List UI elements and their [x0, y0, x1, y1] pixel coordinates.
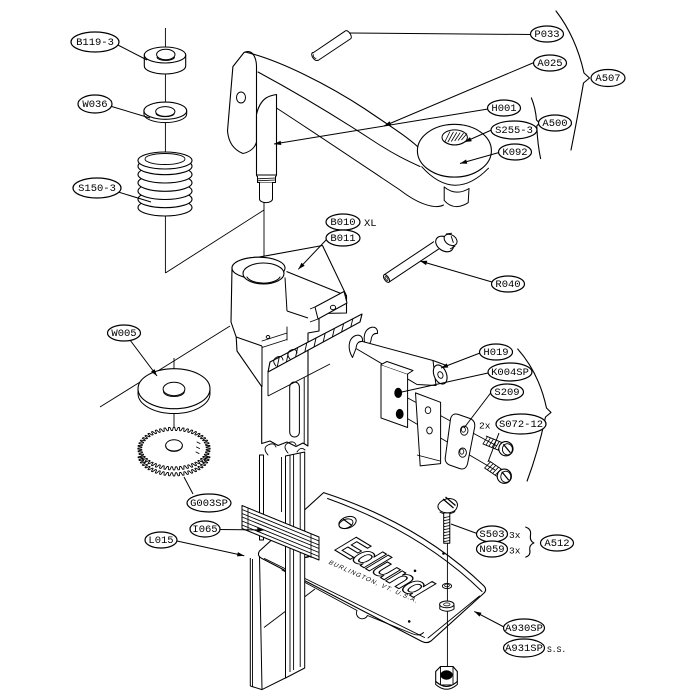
svg-text:L015: L015	[148, 535, 173, 547]
svg-text:N059: N059	[479, 544, 504, 556]
svg-text:A025: A025	[537, 58, 562, 70]
svg-text:2x: 2x	[479, 421, 491, 432]
svg-text:A500: A500	[542, 118, 567, 130]
svg-text:A512: A512	[544, 538, 569, 550]
svg-text:K092: K092	[502, 147, 527, 159]
svg-text:R040: R040	[495, 279, 520, 291]
svg-text:A930SP: A930SP	[505, 623, 543, 635]
svg-text:A507: A507	[595, 73, 620, 85]
svg-text:S255-3: S255-3	[495, 125, 533, 137]
svg-text:B010: B010	[330, 217, 355, 229]
svg-text:B011: B011	[330, 233, 355, 245]
svg-text:S503: S503	[479, 529, 504, 541]
svg-text:I065: I065	[192, 524, 217, 536]
svg-text:P033: P033	[534, 29, 559, 41]
svg-text:W005: W005	[111, 328, 136, 340]
svg-text:S.S.: S.S.	[547, 646, 566, 655]
svg-text:A931SP: A931SP	[505, 643, 543, 655]
svg-text:S072-12: S072-12	[499, 419, 543, 431]
svg-text:XL: XL	[364, 218, 377, 230]
svg-text:B119-3: B119-3	[76, 37, 114, 49]
svg-text:S150-3: S150-3	[78, 183, 116, 195]
svg-text:H019: H019	[483, 347, 508, 359]
svg-text:S209: S209	[494, 387, 519, 399]
svg-text:H001: H001	[491, 103, 516, 115]
svg-text:K004SP: K004SP	[491, 367, 529, 379]
svg-text:3x: 3x	[509, 546, 521, 557]
svg-text:W036: W036	[82, 99, 107, 111]
svg-text:3x: 3x	[509, 530, 521, 541]
svg-text:G003SP: G003SP	[190, 498, 228, 510]
